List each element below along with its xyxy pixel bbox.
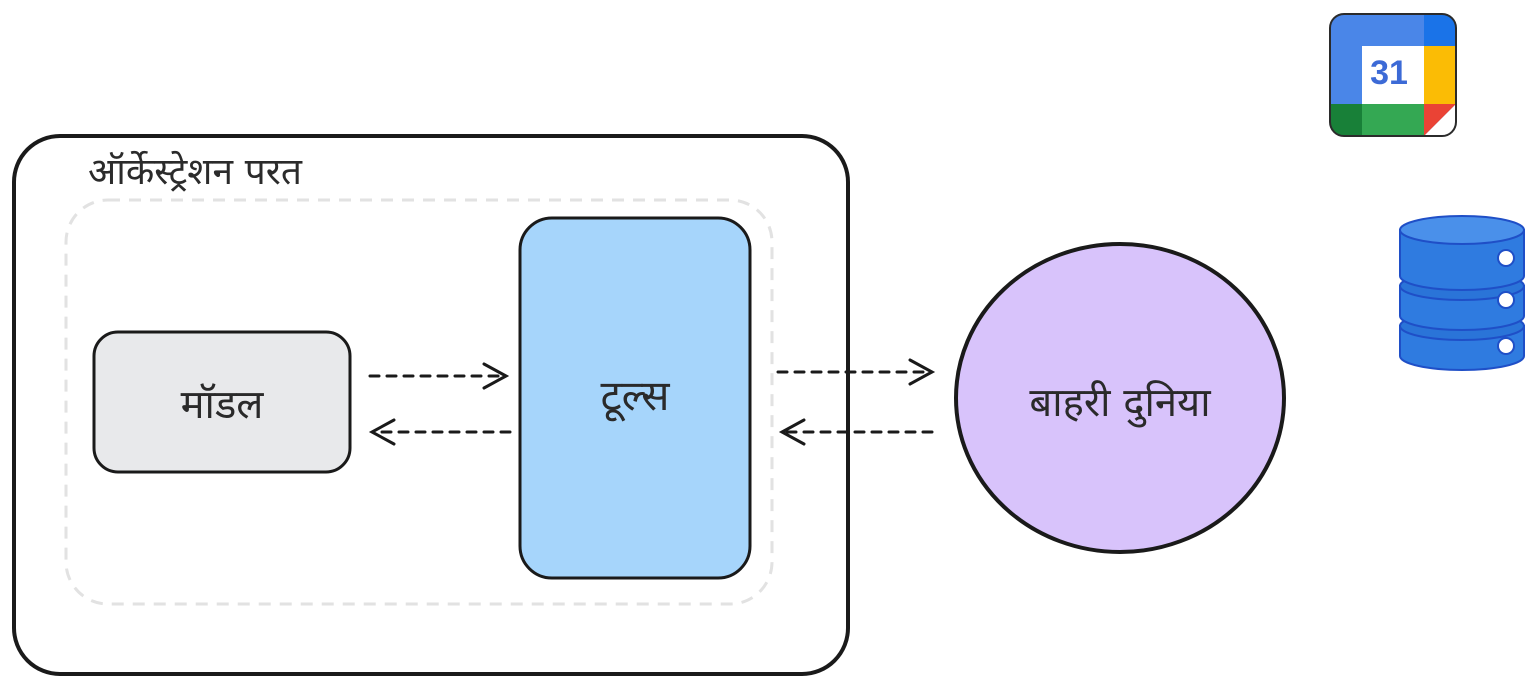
orchestration-layer-title: ऑर्केस्ट्रेशन परत bbox=[88, 150, 303, 193]
external-world-label: बाहरी दुनिया bbox=[1029, 379, 1211, 426]
inner-dashed-group bbox=[64, 198, 774, 606]
model-label: मॉडल bbox=[180, 381, 264, 428]
arrow-tools-to-world bbox=[776, 358, 936, 386]
external-world-node bbox=[954, 242, 1286, 554]
calendar-date-number: 31 bbox=[1370, 53, 1408, 92]
tools-node bbox=[518, 216, 752, 580]
arrow-model-to-tools bbox=[368, 362, 510, 390]
arrow-world-to-tools bbox=[778, 418, 934, 446]
model-node bbox=[92, 330, 352, 474]
database-icon bbox=[1399, 215, 1525, 371]
arrow-tools-to-model bbox=[368, 418, 512, 446]
tools-label: टूल्स bbox=[600, 370, 670, 420]
google-calendar-icon bbox=[1329, 13, 1457, 137]
